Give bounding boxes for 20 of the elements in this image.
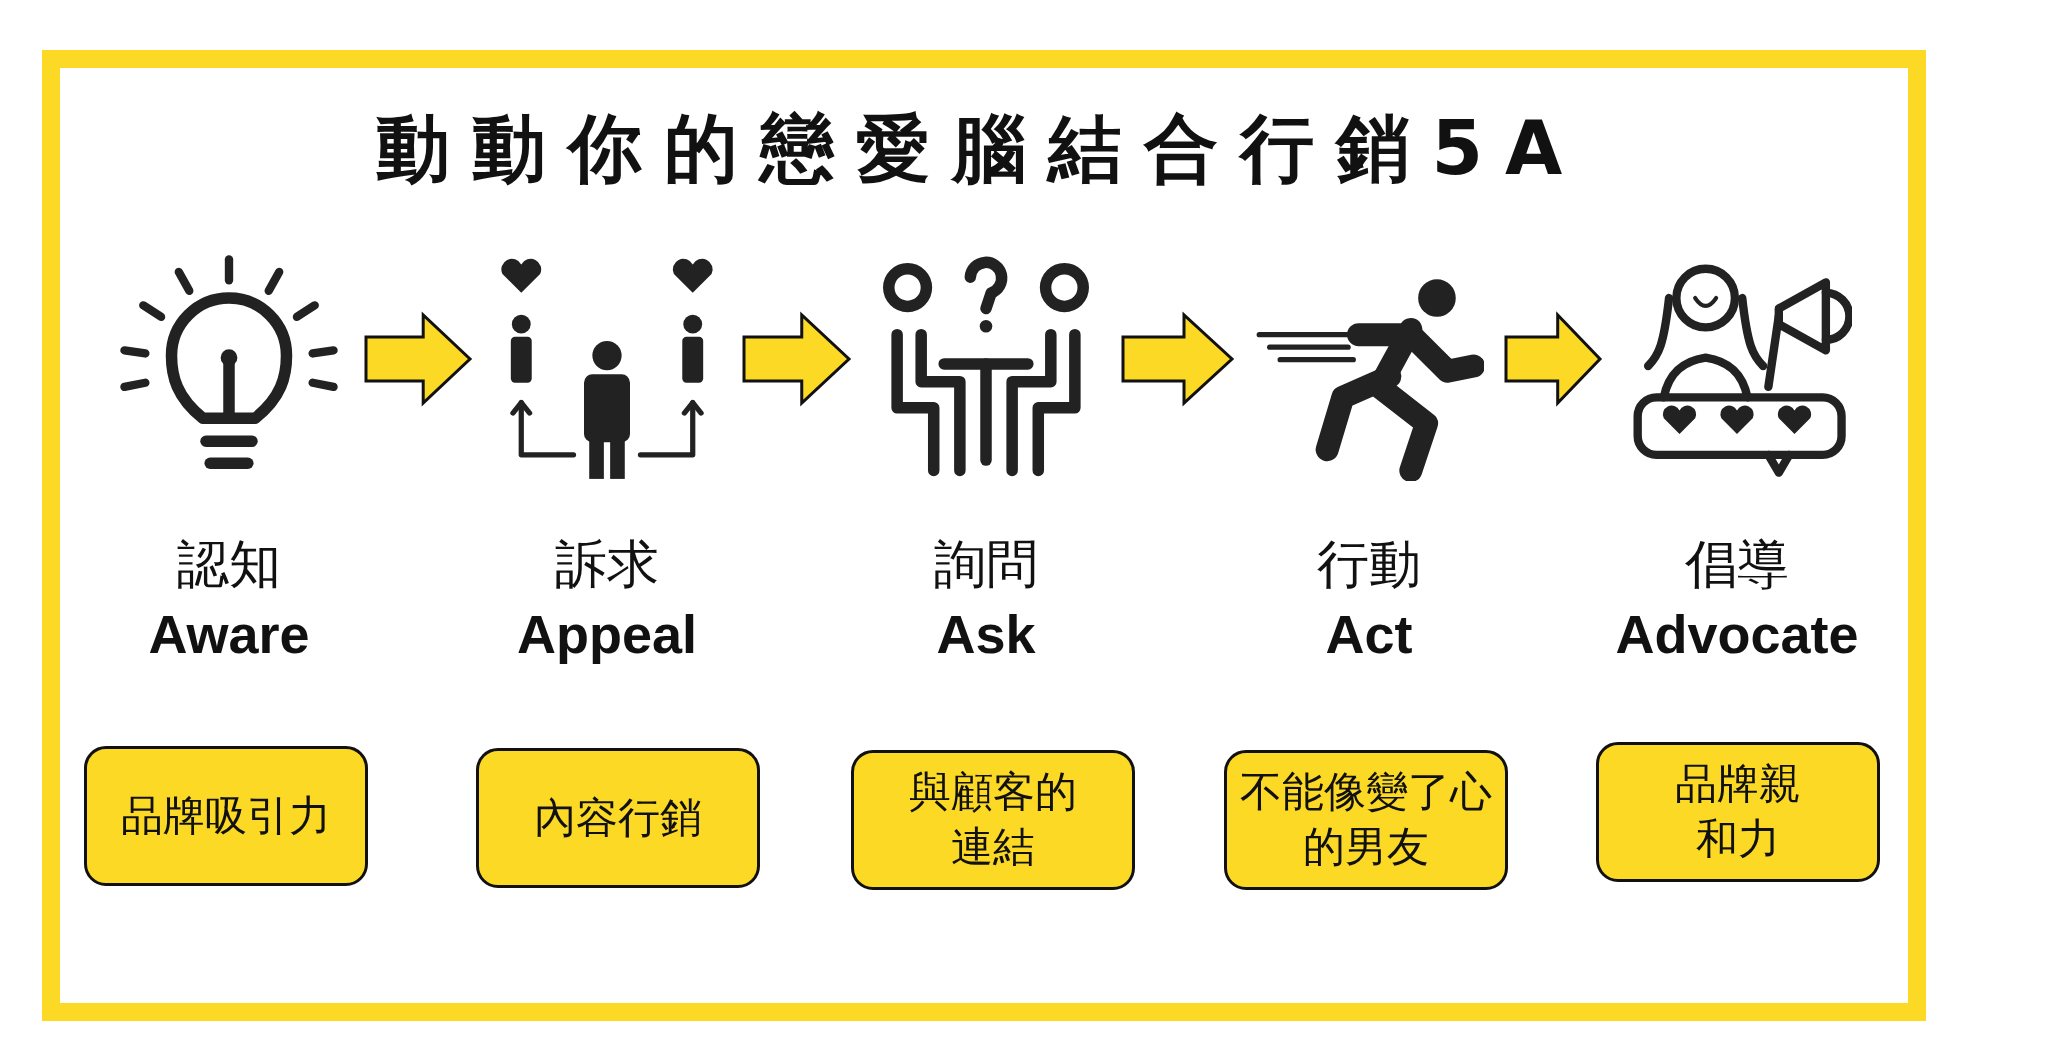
stage-title: 詢問 [933, 533, 1039, 596]
title: 動動你的戀愛腦結合行銷5A [374, 104, 1586, 193]
stage-title: 倡導 [1684, 533, 1790, 596]
stage-subtitle: Ask [935, 603, 1037, 665]
stage-subtitle: Act [1324, 603, 1414, 665]
stage-box: 不能像變了心的男友 [1224, 750, 1508, 890]
stage-box: 內容行銷 [476, 748, 760, 888]
stage-subtitle: Aware [147, 603, 311, 665]
stage-subtitle: Advocate [1614, 603, 1860, 665]
arrow [364, 311, 473, 407]
arrow [1121, 311, 1235, 407]
stage-title: 認知 [176, 533, 282, 596]
arrow [742, 311, 852, 407]
stage-box: 品牌吸引力 [84, 746, 368, 886]
stage-box: 與顧客的連結 [851, 750, 1135, 890]
arrow [1504, 311, 1603, 407]
stage-subtitle: Appeal [515, 603, 698, 665]
stage-title: 訴求 [554, 533, 660, 596]
stage-title: 行動 [1316, 533, 1422, 596]
stage-box: 品牌親和力 [1596, 742, 1880, 882]
